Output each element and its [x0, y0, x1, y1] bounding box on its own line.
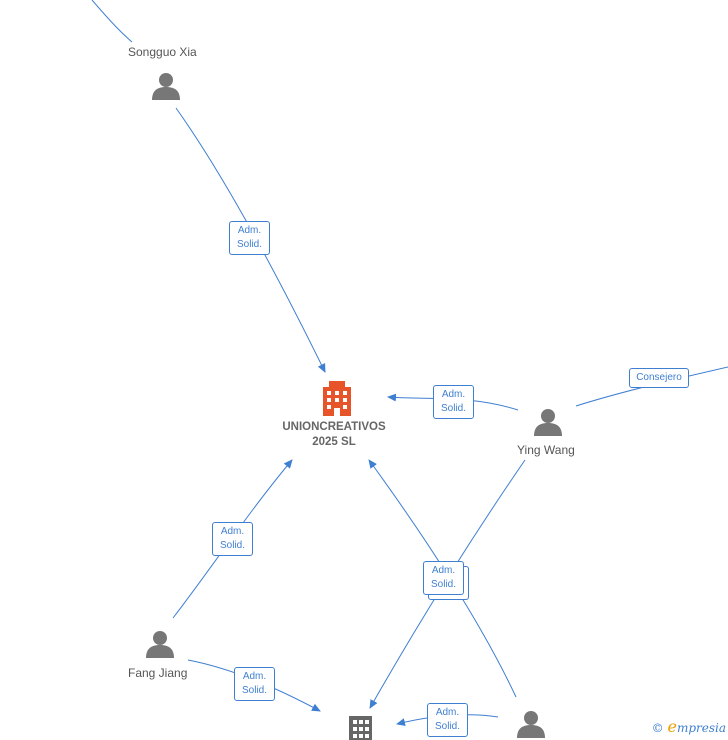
edge-label-songguo-company: Adm. Solid.	[229, 221, 270, 255]
edge-label-cross-company: Adm. Solid.	[423, 561, 464, 595]
edge-label-line: Adm.	[441, 389, 466, 400]
edge-label-line: Solid.	[241, 685, 267, 696]
edge-label-ying-company: Adm. Solid.	[433, 385, 474, 419]
edge-label-line: Solid.	[219, 540, 245, 551]
edge-label-line: Adm.	[237, 225, 262, 236]
edge-label-line: Adm.	[242, 671, 267, 682]
brand-initial: e	[667, 717, 677, 736]
empresia-watermark: © empresia	[652, 717, 726, 736]
company-name-line2: 2025 SL	[312, 436, 356, 448]
person-4-icon[interactable]	[517, 711, 545, 738]
company2-building-icon[interactable]	[349, 716, 372, 740]
person-ying-icon[interactable]	[534, 409, 562, 436]
edge-label-line: Adm.	[435, 707, 460, 718]
edge-label-person4-company2: Adm. Solid.	[427, 703, 468, 737]
person-ying-label: Ying Wang	[517, 443, 575, 457]
person-fang-label: Fang Jiang	[128, 666, 188, 680]
person-songguo-icon[interactable]	[152, 73, 180, 100]
edge-label-line: Adm.	[220, 526, 245, 537]
company-building-icon[interactable]	[323, 381, 351, 416]
person-songguo-label: Songguo Xia	[128, 45, 197, 59]
edge-label-line: Solid.	[236, 239, 262, 250]
edge-label-ying-consejero: Consejero	[629, 368, 689, 388]
edge-label-fang-company: Adm. Solid.	[212, 522, 253, 556]
brand-name: mpresia	[676, 721, 726, 735]
edge-offscreen-songguo	[91, 0, 133, 43]
copyright-symbol: ©	[651, 721, 664, 735]
edge-label-fang-company2: Adm. Solid.	[234, 667, 275, 701]
edge-label-line: Solid.	[440, 403, 466, 414]
edge-label-line: Solid.	[434, 721, 460, 732]
edge-label-line: Solid.	[430, 579, 456, 590]
company-name-line1: UNIONCREATIVOS	[282, 421, 386, 433]
person-fang-icon[interactable]	[146, 631, 174, 658]
company-name[interactable]: UNIONCREATIVOS 2025 SL	[269, 420, 399, 450]
edge-label-line: Adm.	[431, 565, 456, 576]
